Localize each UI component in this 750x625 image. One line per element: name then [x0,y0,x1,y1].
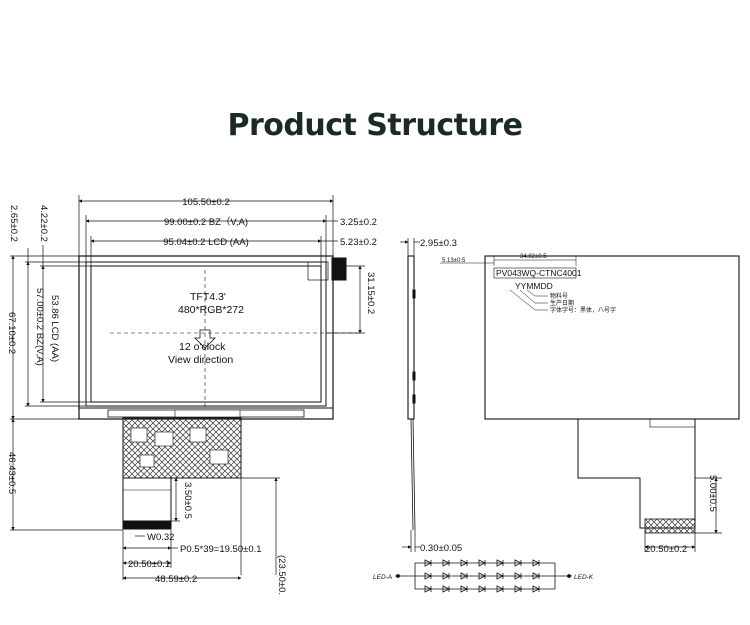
back-note-1: 物料号 [550,292,568,300]
back-fpc-tail [644,518,696,534]
dim-bezel-height: 57.00±0.2 BZ(V,A) [34,288,45,366]
page-title: Product Structure [227,108,523,143]
back-view [440,255,740,552]
back-note-3: 字体字号：黑体，八号字 [550,306,616,314]
active-area [90,265,322,403]
dim-top-offset-1: 4.22±0.2 [38,205,49,242]
dim-lcd-height: 53.86 LCD (AA) [49,295,60,362]
led-anode-label: LED-A [373,574,392,581]
back-outline [484,255,740,420]
back-part-number: PV043WQ-CTNC4001 [496,268,582,278]
dim-pin-width: W0.32 [147,532,174,543]
dim-tail-width: 20.50±0.1 [128,559,170,570]
screen-direction-2: View direction [168,354,233,366]
screen-direction-1: 12 o'clock [179,341,226,353]
dim-outline-width: 105.50±0.2 [182,197,229,208]
side-view [400,238,420,552]
dim-bezel-width: 99.00±0.2 BZ（V,A) [164,216,248,228]
dim-right-offset-2: 5.23±0.2 [340,237,377,248]
back-label-dim-2: 34.82±0.5 [520,254,547,260]
dim-top-offset-2: 2.65±0.2 [8,205,19,242]
back-label-dim-1: 5.13±0.5 [442,258,466,264]
dim-tail-length: (23.50±0. [276,555,287,595]
dim-pitch: P0.5*39=19.50±0.1 [180,544,262,555]
dim-right-height: 31.15±0.2 [365,272,376,314]
screen-resolution: 480*RGB*272 [178,304,244,316]
dim-fpc-thickness: 0.30±0.05 [420,543,462,554]
dim-fpc-width: 48.59±0.2 [155,574,197,585]
dim-back-tail-length: 5.00±0.5 [707,475,718,512]
dim-lcd-width: 95.04±0.2 LCD (AA) [163,237,248,248]
bezel-area [85,261,327,407]
backlight-schematic [395,559,572,593]
dim-thickness: 2.95±0.3 [420,238,457,249]
back-date-code: YYMMDD [515,281,553,291]
screen-model: TFT4.3' [190,291,226,303]
back-note-2: 生产日期 [550,299,574,307]
dim-right-offset-1: 3.25±0.2 [340,217,377,228]
dim-fpc-length: 46.43±0.5 [6,452,17,494]
dim-back-tail-width: 20.50±0.2 [645,544,687,555]
lcd-outline [78,255,334,420]
front-view [10,195,365,580]
dim-stiffener: 3.50±0.5 [182,482,193,519]
led-cathode-label: LED-K [574,574,594,581]
dim-outline-height: 67.10±0.2 [6,312,17,354]
